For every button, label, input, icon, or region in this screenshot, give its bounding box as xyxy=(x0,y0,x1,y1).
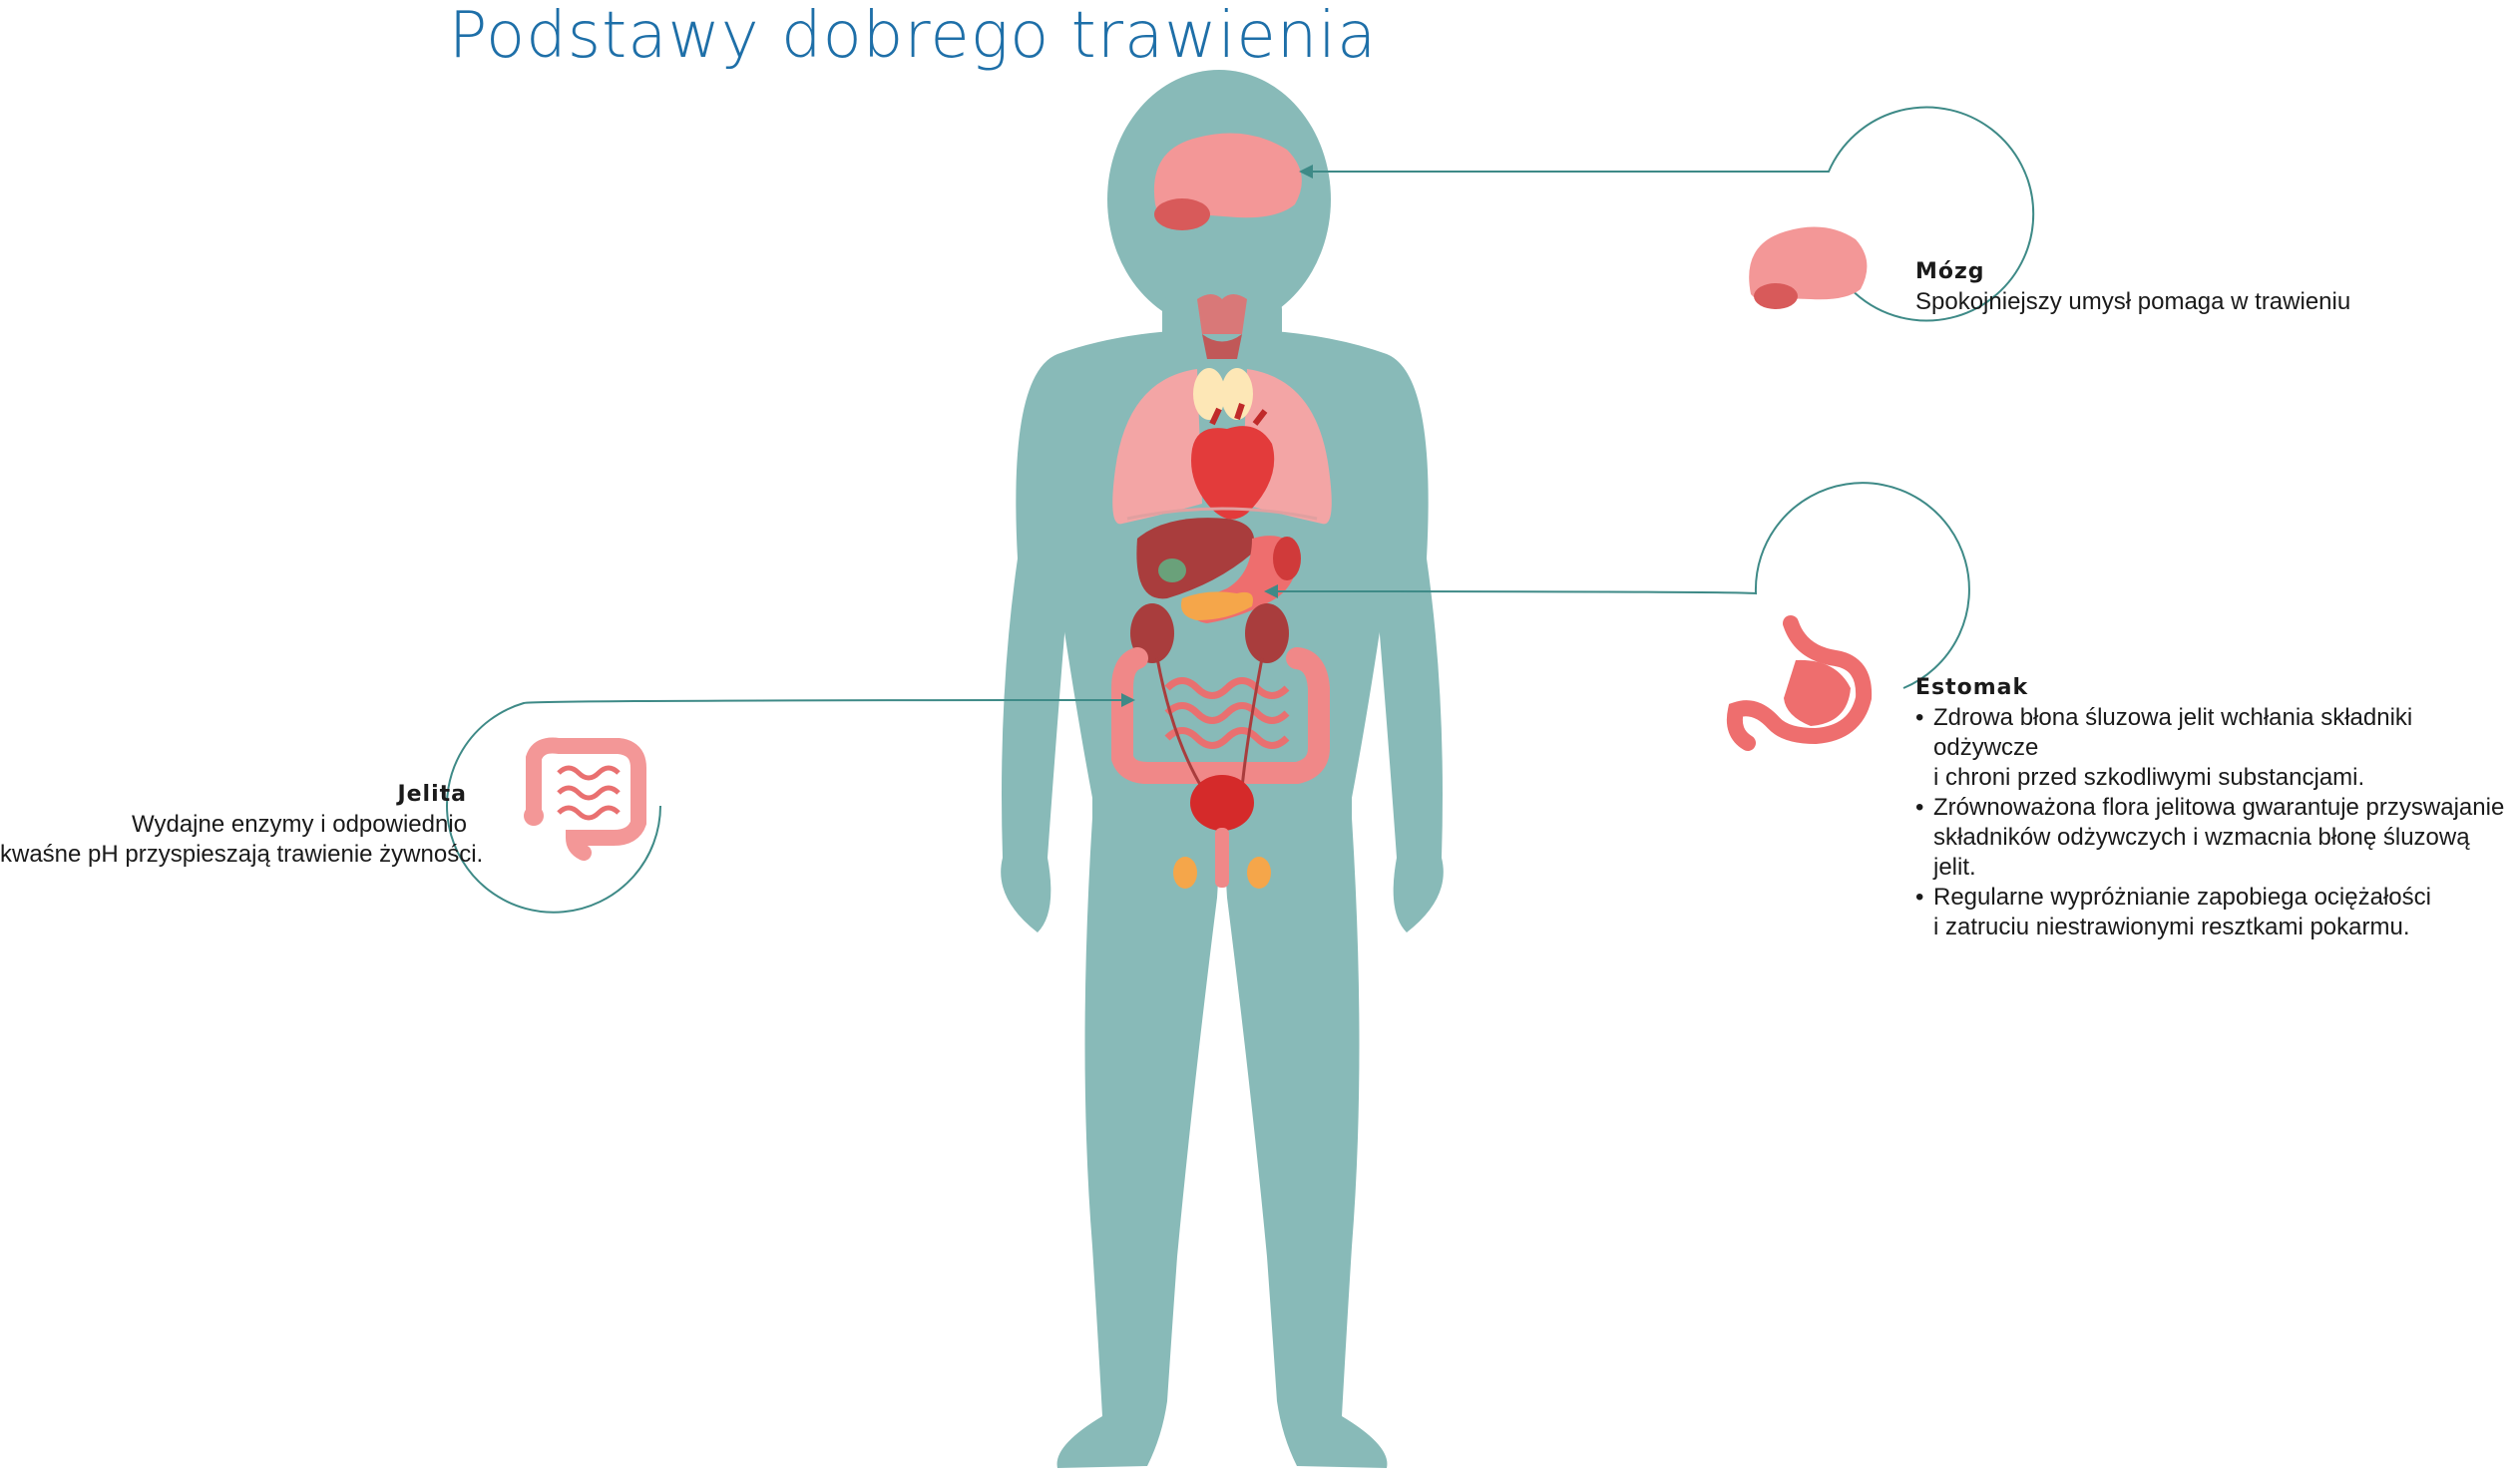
brain-text-block: Mózg Spokojniejszy umysł pomaga w trawie… xyxy=(1915,257,2350,317)
intestine-description-line2: kwaśne pH przyspieszają trawienie żywnoś… xyxy=(0,841,484,868)
brain-organ xyxy=(1153,133,1302,218)
intestine-icon xyxy=(524,737,646,861)
heart-organ xyxy=(1191,426,1275,520)
small-intestine xyxy=(1164,677,1290,749)
intestine-description-line1: Wydajne enzymy i odpowiednio xyxy=(132,811,467,838)
brain-icon xyxy=(1749,226,1868,309)
brain-callout xyxy=(1299,106,2035,322)
pancreas-organ xyxy=(1181,591,1253,620)
stomach-callout xyxy=(1264,482,1970,751)
left-lung xyxy=(1112,369,1202,525)
stomach-heading: Estomak xyxy=(1915,675,2029,700)
intestine-heading: Jelita xyxy=(397,782,467,807)
intestine-callout xyxy=(446,693,1135,914)
brain-description: Spokojniejszy umysł pomaga w trawieniu xyxy=(1915,288,2351,315)
page-title: Podstawy dobrego trawienia xyxy=(448,0,1378,73)
stomach-bullet-2: Zrównoważona flora jelitowa gwarantuje p… xyxy=(1915,793,2517,883)
stomach-text-block: Estomak Zdrowa błona śluzowa jelit wchła… xyxy=(1915,673,2517,942)
stomach-callout-line xyxy=(1264,482,1970,689)
intestine-callout-line xyxy=(446,693,1135,914)
bladder-organ xyxy=(1190,775,1254,831)
right-kidney xyxy=(1245,603,1289,663)
organs-group xyxy=(1111,133,1332,889)
stomach-bullet-1: Zdrowa błona śluzowa jelit wchłania skła… xyxy=(1915,703,2517,793)
stomach-bullet-3: Regularne wypróżnianie zapobiega ociężał… xyxy=(1915,883,2517,942)
intestine-text-block: Jelita Wydajne enzymy i odpowiednio kwaś… xyxy=(0,780,484,870)
brain-callout-line xyxy=(1299,106,2035,322)
large-intestine xyxy=(1111,647,1330,784)
brain-heading: Mózg xyxy=(1915,259,1985,284)
stomach-bullets: Zdrowa błona śluzowa jelit wchłania skła… xyxy=(1915,703,2517,942)
stomach-icon xyxy=(1726,615,1873,751)
cerebellum xyxy=(1154,198,1210,230)
